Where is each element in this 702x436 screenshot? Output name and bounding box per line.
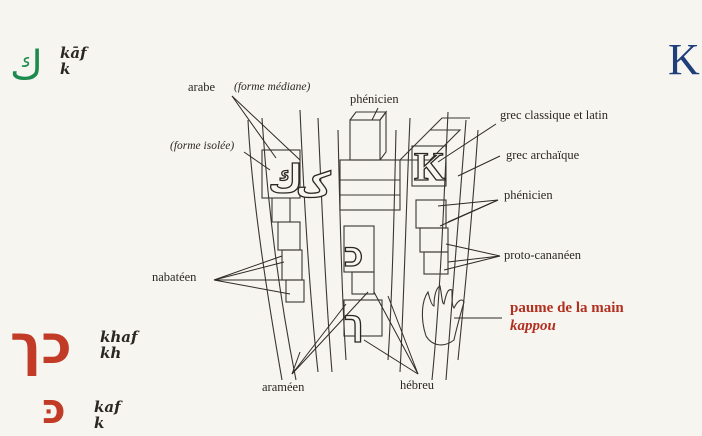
caption-kappou: kappou (510, 318, 556, 335)
label-nabateen: nabatéen (152, 270, 196, 285)
svg-text:כ: כ (344, 235, 363, 275)
label-grec-archaique: grec archaïque (506, 148, 579, 163)
label-hebreu: hébreu (400, 378, 434, 393)
label-phenicien-right: phénicien (504, 188, 553, 203)
label-forme-mediane: (forme médiane) (234, 81, 310, 93)
label-arameen: araméen (262, 380, 304, 395)
label-forme-isolee: (forme isolée) (170, 140, 234, 152)
svg-text:K: K (414, 144, 445, 189)
caption-paume: paume de la main (510, 300, 624, 317)
svg-text:ך: ך (344, 303, 364, 343)
label-proto-cananeen: proto-cananéen (504, 248, 581, 263)
label-arabe: arabe (188, 80, 215, 95)
label-phenicien-top: phénicien (350, 92, 399, 107)
svg-text:ک: ک (296, 165, 331, 205)
label-grec-classique: grec classique et latin (500, 108, 608, 123)
